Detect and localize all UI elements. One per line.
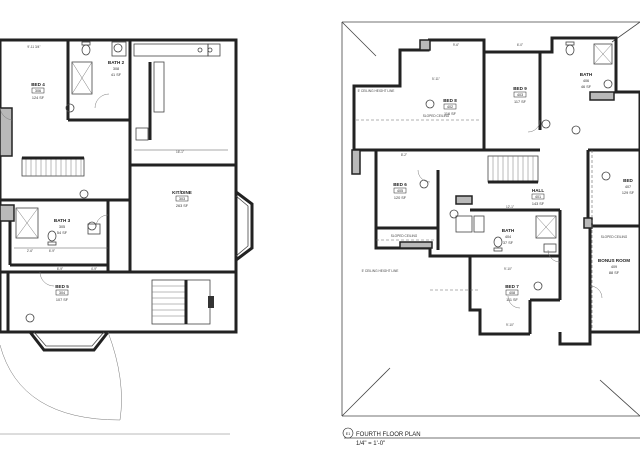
bath-2-fixtures bbox=[71, 41, 127, 95]
bath-2-num: 308 bbox=[113, 67, 119, 71]
dim-2: 16'-1" bbox=[176, 150, 184, 154]
room-tag-bed-4: BED 4 306 124 SF bbox=[31, 82, 45, 100]
bed-7-area: 111 SF bbox=[506, 298, 518, 302]
bed-6-area: 120 SF bbox=[394, 196, 407, 200]
bonus-name: BONUS ROOM bbox=[598, 258, 630, 263]
dim-r2: 6'-0" bbox=[517, 43, 523, 47]
bath-2-name: BATH 2 bbox=[108, 60, 125, 65]
bath-5-num: 404 bbox=[505, 235, 511, 239]
bed-6-name: BED 6 bbox=[393, 182, 407, 187]
bed-6-num: 405 bbox=[397, 189, 403, 193]
left-outer-wall bbox=[0, 38, 238, 334]
stair-bottom-right bbox=[151, 279, 214, 325]
drawing-title-block: E1 FOURTH FLOOR PLAN 1/4" = 1'-0" bbox=[342, 427, 640, 447]
bed-4-num: 306 bbox=[35, 89, 41, 93]
bed-far-area: 129 SF bbox=[622, 191, 635, 195]
bath-3-area: 54 SF bbox=[57, 231, 68, 235]
hall-num: 401 bbox=[535, 195, 541, 199]
room-tag-bed-7: BED 7 408 111 SF bbox=[505, 284, 519, 302]
bed-far-name: BED bbox=[623, 178, 633, 183]
dim-5: 6'-9" bbox=[49, 249, 55, 253]
bed-9-area: 117 SF bbox=[514, 100, 527, 104]
dim-r1: 9'-6" bbox=[453, 43, 459, 47]
bed-4-area: 124 SF bbox=[32, 96, 45, 100]
bed-9-name: BED 9 bbox=[513, 86, 527, 91]
bed-5-num: 304 bbox=[59, 291, 65, 295]
bed-9-num: 403 bbox=[517, 93, 523, 97]
room-tag-bed-far: BED 407 129 SF bbox=[622, 178, 635, 195]
bed-5-name: BED 5 bbox=[55, 284, 69, 289]
hall-area: 143 SF bbox=[532, 202, 545, 206]
left-floor-plan: BED 4 306 124 SF BATH 2 308 41 SF KIT/DI… bbox=[0, 38, 254, 435]
kitchen-counters bbox=[133, 43, 228, 151]
drawing-scale: 1/4" = 1'-0" bbox=[356, 441, 385, 447]
right-floor-plan: BED 8 402 116 SF BED 9 403 117 SF BATH 4… bbox=[341, 21, 640, 447]
bonus-num: 409 bbox=[611, 265, 617, 269]
bed-8-area: 116 SF bbox=[444, 112, 457, 116]
note-sloped-1: SLOPED CEILING bbox=[423, 114, 450, 118]
bonus-area: 88 SF bbox=[609, 271, 620, 275]
kitchen-name: KIT/DINE bbox=[172, 190, 192, 195]
room-tag-bed-5: BED 5 304 107 SF bbox=[55, 284, 69, 302]
note-ceiling-2: 5' CEILING HEIGHT LINE bbox=[362, 269, 399, 273]
room-tag-bed-6: BED 6 405 120 SF bbox=[393, 182, 407, 200]
bed-7-name: BED 7 bbox=[505, 284, 519, 289]
bed-far-num: 407 bbox=[625, 185, 631, 189]
bay-window-bottom bbox=[0, 331, 122, 421]
room-tag-kitchen: KIT/DINE 303 263 SF bbox=[172, 190, 192, 208]
note-sloped-3: SLOPED CEILING bbox=[601, 235, 628, 239]
sheet-ref: E1 bbox=[346, 432, 350, 436]
drawing-title: FOURTH FLOOR PLAN bbox=[356, 432, 421, 438]
bath-5-fixtures bbox=[455, 215, 557, 253]
dim-1: 9'-11 3/4" bbox=[27, 45, 40, 49]
room-tag-bath-2: BATH 2 308 41 SF bbox=[108, 60, 125, 77]
room-tag-bath-4: BATH 406 46 SF bbox=[580, 72, 593, 89]
bath-3-name: BATH 3 bbox=[54, 218, 71, 223]
room-tag-bonus: BONUS ROOM 409 88 SF bbox=[598, 258, 630, 275]
bed-8-name: BED 8 bbox=[443, 98, 457, 103]
hall-name: HALL bbox=[532, 188, 544, 193]
room-tag-bed-9: BED 9 403 117 SF bbox=[513, 86, 527, 104]
bed-5-area: 107 SF bbox=[56, 298, 69, 302]
dim-6: 2'-6" bbox=[27, 249, 33, 253]
bath-3-fixtures bbox=[14, 207, 108, 249]
note-ceiling-1: 5' CEILING HEIGHT LINE bbox=[358, 89, 395, 93]
note-sloped-2: SLOPED CEILING bbox=[391, 234, 418, 238]
dim-3: 6'-9" bbox=[57, 267, 63, 271]
dim-r5: 12'-1" bbox=[506, 205, 514, 209]
bed-7-num: 408 bbox=[509, 291, 515, 295]
bath-2-area: 41 SF bbox=[111, 73, 122, 77]
kitchen-num: 303 bbox=[179, 197, 185, 201]
bed-4-name: BED 4 bbox=[31, 82, 45, 87]
kitchen-area: 263 SF bbox=[176, 204, 189, 208]
bed-8-num: 402 bbox=[447, 105, 453, 109]
room-tag-bath-3: BATH 3 305 54 SF bbox=[54, 218, 71, 235]
bath-5-area: 37 SF bbox=[503, 241, 514, 245]
dim-4: 4'-9" bbox=[91, 267, 97, 271]
bath-4-area: 46 SF bbox=[581, 85, 592, 89]
room-tag-bed-8: BED 8 402 116 SF bbox=[443, 98, 457, 116]
room-tag-bath-5: BATH 404 37 SF bbox=[502, 228, 515, 245]
bath-3-num: 305 bbox=[59, 225, 65, 229]
bath-5-name: BATH bbox=[502, 228, 515, 233]
dim-r4: 8'-2" bbox=[401, 153, 407, 157]
bath-4-num: 406 bbox=[583, 79, 589, 83]
stair-right bbox=[487, 155, 539, 184]
dim-r3: 5'-11" bbox=[432, 77, 440, 81]
bath-4-fixtures bbox=[565, 41, 613, 89]
bay-window-right bbox=[235, 190, 254, 262]
room-tag-hall: HALL 401 143 SF bbox=[531, 188, 545, 206]
right-outer-wall bbox=[352, 36, 640, 346]
bath-4-name: BATH bbox=[580, 72, 593, 77]
stair-left bbox=[21, 156, 85, 177]
dim-r6: 9'-10" bbox=[504, 267, 512, 271]
dim-r7: 9'-10" bbox=[506, 323, 514, 327]
